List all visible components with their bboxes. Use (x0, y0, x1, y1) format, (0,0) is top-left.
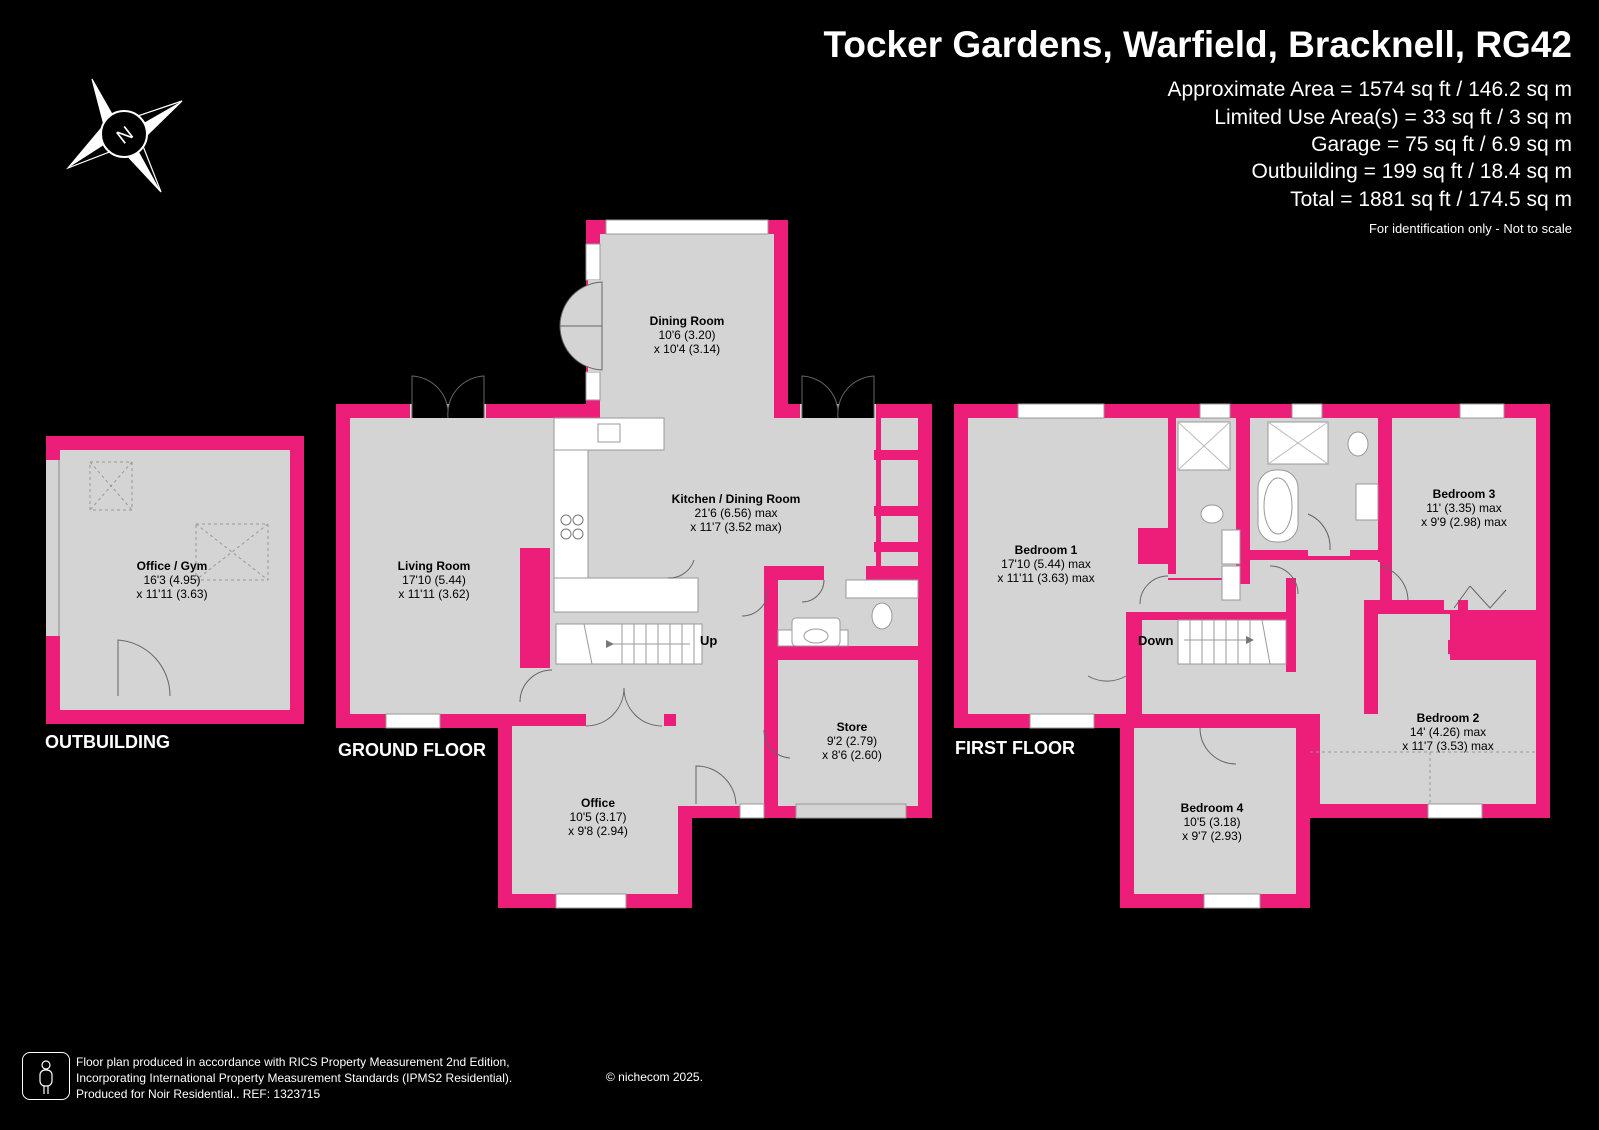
kitchen-dim2: x 11'7 (3.52 max) (690, 520, 781, 534)
outbuilding-area: Outbuilding = 199 sq ft / 18.4 sq m (1251, 160, 1572, 183)
living-room-dim2: x 11'11 (3.62) (398, 587, 469, 601)
outbuilding-label: OUTBUILDING (45, 732, 170, 752)
total-area: Total = 1881 sq ft / 174.5 sq m (1290, 188, 1572, 211)
outbuilding-plan: Office / Gym 16'3 (4.95) x 11'11 (3.63) … (45, 436, 304, 752)
office-gym-dim2: x 11'11 (3.63) (136, 587, 207, 601)
bedroom2-name: Bedroom 2 (1417, 711, 1480, 725)
bedroom3-floor (1392, 418, 1536, 610)
bedroom2-dim2: x 11'7 (3.53) max (1402, 739, 1493, 753)
bedroom4-dim1: 10'5 (3.18) (1184, 815, 1241, 829)
office-dim2: x 9'8 (2.94) (568, 824, 628, 838)
office-dim1: 10'5 (3.17) (570, 810, 627, 824)
bedroom3-name: Bedroom 3 (1433, 487, 1496, 501)
office-name: Office (581, 796, 615, 810)
office-gym-name: Office / Gym (137, 559, 208, 573)
living-room-name: Living Room (398, 559, 471, 573)
dining-room-dim1: 10'6 (3.20) (659, 328, 716, 342)
bedroom1-dim2: x 11'11 (3.63) max (997, 571, 1094, 585)
stairs-down-label: Down (1138, 633, 1173, 648)
bedroom4-dim2: x 9'7 (2.93) (1182, 829, 1242, 843)
first-floor-plan: Down Bedroom 1 17'10 (5.44) max x 11'11 … (954, 403, 1550, 909)
footer-line: Incorporating International Property Mea… (76, 1071, 513, 1085)
ground-floor-label: GROUND FLOOR (338, 740, 486, 760)
bedroom2-dim1: 14' (4.26) max (1410, 725, 1486, 739)
limited-use-area: Limited Use Area(s) = 33 sq ft / 3 sq m (1214, 106, 1572, 129)
living-room-dim1: 17'10 (5.44) (402, 573, 466, 587)
bedroom3-dim2: x 9'9 (2.98) max (1421, 515, 1507, 529)
property-title: Tocker Gardens, Warfield, Bracknell, RG4… (823, 24, 1573, 65)
bedroom4-name: Bedroom 4 (1181, 801, 1244, 815)
ground-floor-plan: Up Dining Room 10'6 (3.20) x 10'4 (3.14)… (336, 219, 932, 909)
compass-icon: N (66, 78, 183, 193)
living-room-floor (350, 418, 550, 714)
office-gym-dim1: 16'3 (4.95) (144, 573, 201, 587)
office-floor (512, 726, 678, 894)
disclaimer-note: For identification only - Not to scale (1368, 221, 1572, 236)
dining-room-name: Dining Room (650, 314, 725, 328)
first-floor-label: FIRST FLOOR (955, 738, 1075, 758)
store-dim2: x 8'6 (2.60) (822, 748, 882, 762)
garage-area: Garage = 75 sq ft / 6.9 sq m (1311, 133, 1572, 156)
bedroom1-name: Bedroom 1 (1015, 543, 1078, 557)
bedroom3-dim1: 11' (3.35) max (1426, 501, 1501, 515)
dining-room-floor (600, 234, 774, 420)
footer-line: Floor plan produced in accordance with R… (76, 1055, 510, 1069)
footer-text: Floor plan produced in accordance with R… (76, 1054, 512, 1102)
stairs-up-label: Up (700, 633, 717, 648)
store-name: Store (837, 720, 868, 734)
bedroom1-dim1: 17'10 (5.44) max (1001, 557, 1091, 571)
kitchen-dim1: 21'6 (6.56) max (695, 506, 778, 520)
store-dim1: 9'2 (2.79) (827, 734, 877, 748)
bedroom4-floor (1134, 728, 1296, 894)
dining-room-dim2: x 10'4 (3.14) (654, 342, 720, 356)
store-floor (778, 660, 918, 806)
person-icon (22, 1052, 70, 1100)
approximate-area: Approximate Area = 1574 sq ft / 146.2 sq… (1167, 78, 1573, 101)
footer-line: Produced for Noir Residential.. REF: 132… (76, 1087, 321, 1101)
copyright: © nichecom 2025. (606, 1070, 703, 1084)
kitchen-name: Kitchen / Dining Room (672, 492, 801, 506)
